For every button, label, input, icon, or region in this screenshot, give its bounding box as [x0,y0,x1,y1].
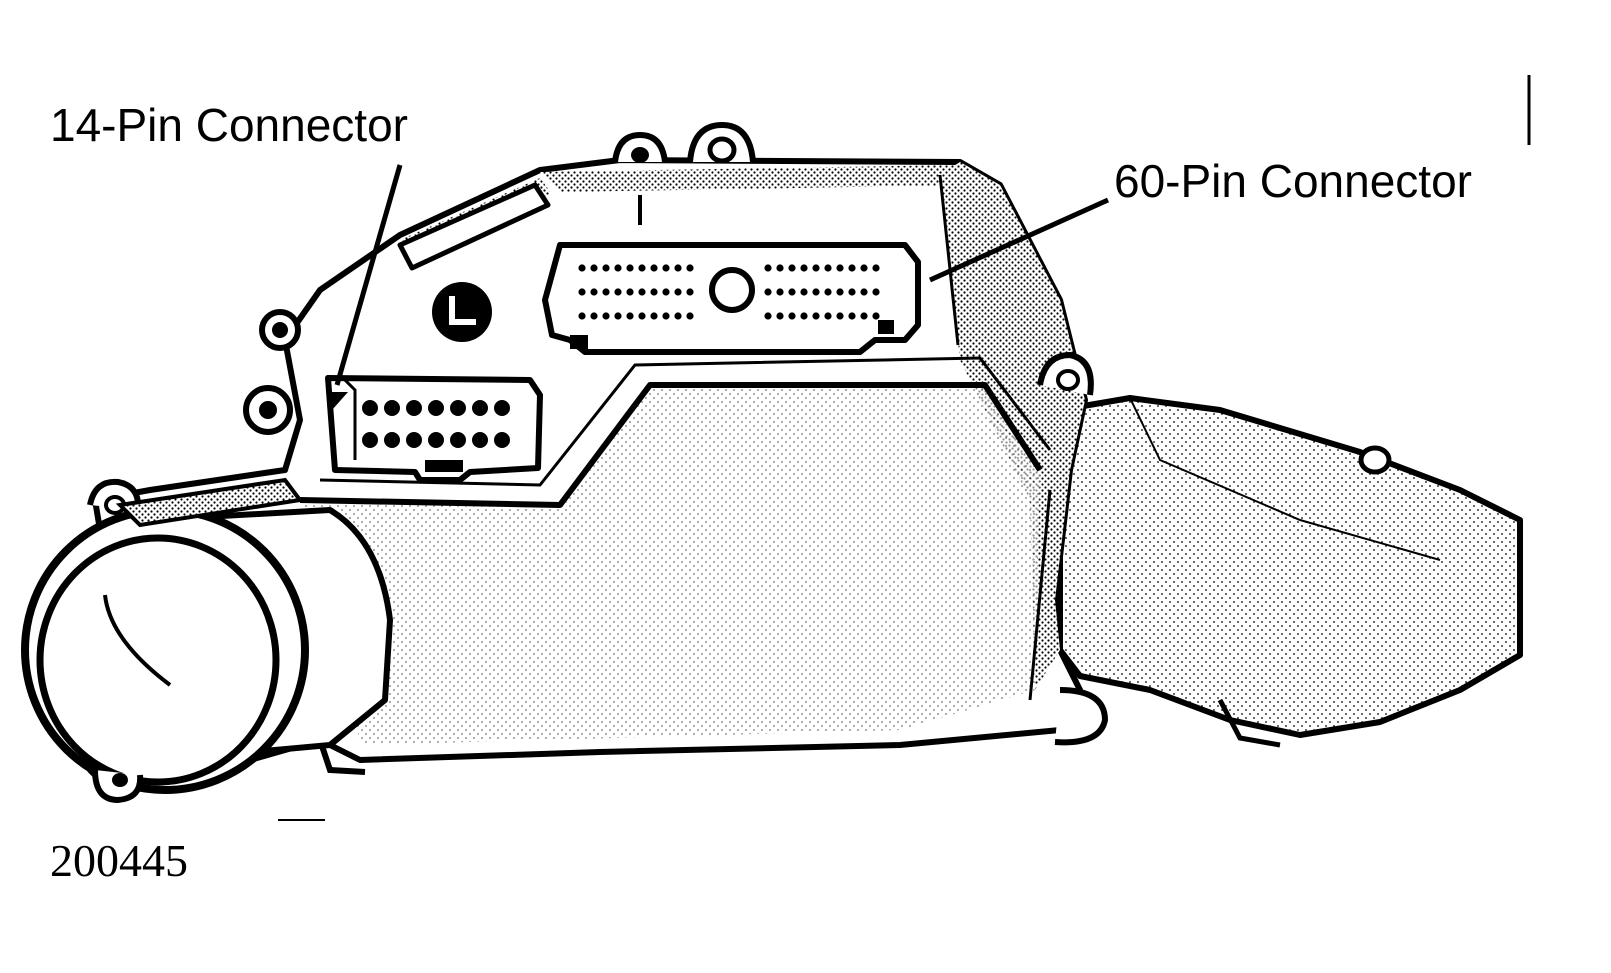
pin-hole [776,264,784,272]
air-inlet-cylinder [21,477,393,804]
pin-hole [836,312,844,320]
arrowhead-14-pin [326,392,348,410]
pin-hole [686,264,694,272]
connector-60-pin [542,242,921,355]
pin-hole [686,288,694,296]
pin-hole [450,432,466,448]
pin-hole [860,288,868,296]
leader-lines [326,164,1110,410]
pin-hole [860,264,868,272]
pin-hole [824,288,832,296]
pin-hole [578,312,586,320]
pin-hole [362,400,378,416]
pin-hole [650,288,658,296]
pin-hole [578,288,586,296]
pin-hole [626,264,634,272]
pin-hole [662,288,670,296]
pin-hole [602,264,610,272]
pin-hole [872,312,880,320]
pin-hole [836,288,844,296]
pin-hole [872,264,880,272]
pin-hole [590,264,598,272]
pin-hole [590,288,598,296]
pin-hole [362,432,378,448]
pin-hole [674,312,682,320]
pin-hole [776,312,784,320]
pin-hole [764,288,772,296]
leader-line-14-pin [334,164,403,386]
pin-hole [824,312,832,320]
pin-hole [686,312,694,320]
pin-hole [836,264,844,272]
pin-hole [674,288,682,296]
pin-hole [384,432,400,448]
pin-hole [788,264,796,272]
pin-hole [450,400,466,416]
pin-hole [674,264,682,272]
pin-hole [602,312,610,320]
pin-hole [788,288,796,296]
pin-hole [650,264,658,272]
pin-hole [848,288,856,296]
pin-hole [406,432,422,448]
pin-hole [662,264,670,272]
leader-line-60-pin [928,197,1110,283]
pin-hole [638,288,646,296]
label-60-pin-connector: 60-Pin Connector [1114,155,1472,207]
pin-hole [406,400,422,416]
pin-hole [800,312,808,320]
pin-hole [776,288,784,296]
pin-hole [860,312,868,320]
pin-hole [626,312,634,320]
pin-hole [638,264,646,272]
pin-hole [590,312,598,320]
pin-hole [428,432,444,448]
pin-hole [472,432,488,448]
pin-hole [800,264,808,272]
pin-hole [578,264,586,272]
connector-14-pin [325,373,543,483]
pin-hole [812,288,820,296]
pin-hole [662,312,670,320]
pin-hole [812,264,820,272]
pin-hole [764,312,772,320]
pin-hole [472,400,488,416]
pin-hole [614,288,622,296]
pin-hole [800,288,808,296]
label-14-pin-connector: 14-Pin Connector [50,99,408,151]
pin-hole [384,400,400,416]
pin-hole [812,312,820,320]
pin-hole [650,312,658,320]
pin-hole [428,400,444,416]
pin-hole [494,432,510,448]
pin-hole [614,312,622,320]
pin-hole [626,288,634,296]
pin-hole [638,312,646,320]
pin-hole [614,264,622,272]
pin-hole [848,264,856,272]
right-duct [1057,395,1523,748]
pin-hole [848,312,856,320]
pin-hole [602,288,610,296]
pin-hole [788,312,796,320]
figure-number: 200445 [50,835,188,886]
pin-hole [872,288,880,296]
pin-hole [764,264,772,272]
pin-hole [824,264,832,272]
pin-hole [494,400,510,416]
